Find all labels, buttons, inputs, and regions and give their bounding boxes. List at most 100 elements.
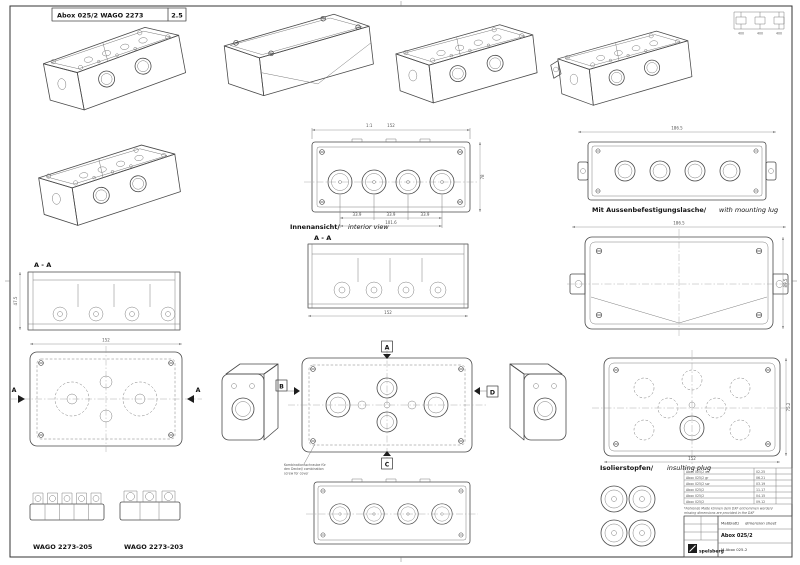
section-indicator-a: A bbox=[381, 340, 393, 359]
label-section-aa-center: A - A bbox=[314, 234, 331, 242]
part-label: Abox 025/2 WAGO 2273 bbox=[57, 12, 143, 20]
svg-text:33.9: 33.9 bbox=[353, 212, 362, 217]
side-view-left bbox=[221, 363, 279, 441]
iso-open-box-left-2 bbox=[35, 140, 184, 230]
doc-type-en: dimension sheet bbox=[745, 521, 777, 526]
svg-text:*Fehlende Maße können dem DXF: *Fehlende Maße können dem DXF entnommen … bbox=[684, 507, 774, 511]
svg-text:78: 78 bbox=[480, 174, 485, 180]
svg-text:B: B bbox=[279, 383, 284, 390]
plan-view-left: A A 152 bbox=[10, 338, 202, 452]
iso-open-box-top-left bbox=[39, 21, 190, 116]
svg-text:Abox 025/2: Abox 025/2 bbox=[686, 488, 704, 492]
scale-label: 1:1 bbox=[366, 123, 373, 128]
label-mounting-lug-en: with mounting lug bbox=[719, 206, 778, 214]
svg-text:75.2: 75.2 bbox=[786, 402, 791, 411]
svg-text:Abox 025/2: Abox 025/2 bbox=[686, 494, 704, 498]
svg-text:11.17: 11.17 bbox=[756, 488, 765, 492]
cut-letter-left: A bbox=[12, 387, 17, 394]
cut-arrow-left bbox=[18, 395, 25, 403]
svg-text:152: 152 bbox=[384, 310, 392, 315]
label-wago-205: WAGO 2273-205 bbox=[33, 543, 93, 551]
insulating-plugs-view bbox=[600, 485, 656, 547]
mounting-lug-tab bbox=[550, 60, 562, 79]
dimension: 152 33.9 33.9 33.9 101.6 78 bbox=[311, 123, 485, 228]
svg-text:D: D bbox=[490, 389, 495, 396]
note-text: *Fehlende Maße können dem DXF entnommen … bbox=[684, 507, 774, 515]
dimension: 75.2 152 bbox=[604, 358, 791, 464]
svg-text:33.9: 33.9 bbox=[421, 212, 430, 217]
svg-text:02.25: 02.25 bbox=[756, 470, 765, 474]
top-view-with-lugs: 186.5 89.5 bbox=[567, 221, 791, 337]
section-view-a-a-center: 152 bbox=[307, 243, 469, 318]
svg-text:186.5: 186.5 bbox=[673, 221, 685, 226]
label-wago-203: WAGO 2273-203 bbox=[124, 543, 183, 551]
svg-text:03.19: 03.19 bbox=[756, 482, 765, 486]
cut-letter-right: A bbox=[196, 387, 201, 394]
svg-text:missing dimensions are provide: missing dimensions are provided in the D… bbox=[684, 511, 755, 515]
svg-text:Abox 025/2 sw: Abox 025/2 sw bbox=[686, 482, 710, 486]
bottom-view-center bbox=[306, 478, 478, 545]
part-size: 2.5 bbox=[171, 12, 183, 20]
svg-text:06.21: 06.21 bbox=[756, 476, 765, 480]
svg-text:C: C bbox=[385, 461, 390, 468]
callout-note: Kombinationsschraube für den Deckel/ com… bbox=[284, 443, 326, 475]
section-indicator-c: C bbox=[381, 451, 393, 470]
svg-text:152: 152 bbox=[387, 123, 395, 128]
drawing-frame bbox=[5, 1, 797, 562]
svg-text:screw for cover: screw for cover bbox=[284, 471, 309, 475]
dimension: 47.5 bbox=[13, 272, 22, 330]
company-name: spelsberg bbox=[699, 549, 724, 555]
schematic-value-3: 400 bbox=[776, 32, 782, 36]
svg-text:Abox 025/2: Abox 025/2 bbox=[686, 500, 704, 504]
svg-text:47.5: 47.5 bbox=[13, 296, 18, 305]
circuit-schematic: 400 400 400 bbox=[733, 11, 785, 36]
plan-view-center: A C B D Kombinationsschraube für den Dec… bbox=[275, 340, 499, 475]
wago-terminal-2273-205 bbox=[29, 492, 105, 521]
svg-text:186.5: 186.5 bbox=[671, 126, 683, 131]
dimension: 186.5 89.5 bbox=[572, 221, 788, 329]
wago-terminal-2273-203 bbox=[119, 490, 181, 521]
title-block-area: Abox 025/2 ws 02.25 Abox 025/2 gr 06.21 Ab… bbox=[683, 467, 793, 558]
schematic-value-1: 400 bbox=[738, 32, 744, 36]
label-plug-de: Isolierstopfen/ bbox=[600, 464, 654, 472]
iso-closed-box-top-center bbox=[222, 11, 375, 99]
svg-text:89.5: 89.5 bbox=[783, 278, 788, 287]
iso-open-box-top-right-lug bbox=[550, 28, 695, 109]
dimension: 152 bbox=[308, 310, 468, 318]
svg-text:04.15: 04.15 bbox=[756, 494, 765, 498]
title-block: spelsberg Maßblatt/ dimension sheet Abox… bbox=[683, 515, 793, 558]
part-label-box: Abox 025/2 WAGO 2273 2.5 bbox=[51, 7, 187, 22]
dimension: 152 bbox=[30, 338, 182, 346]
svg-text:Kombinationsschraube für: Kombinationsschraube für bbox=[284, 463, 326, 467]
cut-arrow-right bbox=[187, 395, 194, 403]
schematic-value-2: 400 bbox=[757, 32, 763, 36]
company-logo: spelsberg bbox=[688, 544, 724, 555]
dimension: 186.5 bbox=[578, 126, 776, 134]
svg-text:09.12: 09.12 bbox=[756, 500, 765, 504]
svg-text:152: 152 bbox=[102, 338, 110, 343]
revision-table: Abox 025/2 ws 02.25 Abox 025/2 gr 06.21 Ab… bbox=[683, 467, 793, 505]
front-view-interior: 152 33.9 33.9 33.9 101.6 78 bbox=[304, 123, 485, 228]
svg-text:33.9: 33.9 bbox=[387, 212, 396, 217]
label-interior-view-de: Innenansicht/ bbox=[290, 223, 340, 231]
section-indicator-d: D bbox=[474, 385, 499, 398]
svg-text:152: 152 bbox=[688, 456, 696, 461]
product-name: Abox 025/2 bbox=[721, 533, 753, 539]
label-section-aa-left: A - A bbox=[34, 261, 51, 269]
front-view-with-lugs: 186.5 bbox=[577, 126, 777, 201]
label-mounting-lug-de: Mit Aussenbefestigungslasche/ bbox=[592, 206, 707, 214]
svg-text:den Deckel/ combination: den Deckel/ combination bbox=[284, 467, 324, 471]
svg-text:Abox 025/2 ws: Abox 025/2 ws bbox=[686, 470, 710, 474]
top-view-knockouts-right: 75.2 152 bbox=[592, 350, 792, 464]
iso-open-box-top-middle bbox=[393, 21, 540, 107]
doc-type-de: Maßblatt/ bbox=[721, 521, 740, 526]
svg-text:Abox 025/2 gr: Abox 025/2 gr bbox=[686, 476, 709, 480]
section-view-a-a-left: 47.5 bbox=[13, 271, 181, 331]
svg-text:A: A bbox=[385, 344, 390, 351]
label-interior-view-en: interior view bbox=[348, 223, 389, 231]
side-view-right bbox=[509, 363, 567, 441]
section-indicator-b: B bbox=[275, 379, 300, 395]
svg-text:101.6: 101.6 bbox=[385, 220, 397, 225]
